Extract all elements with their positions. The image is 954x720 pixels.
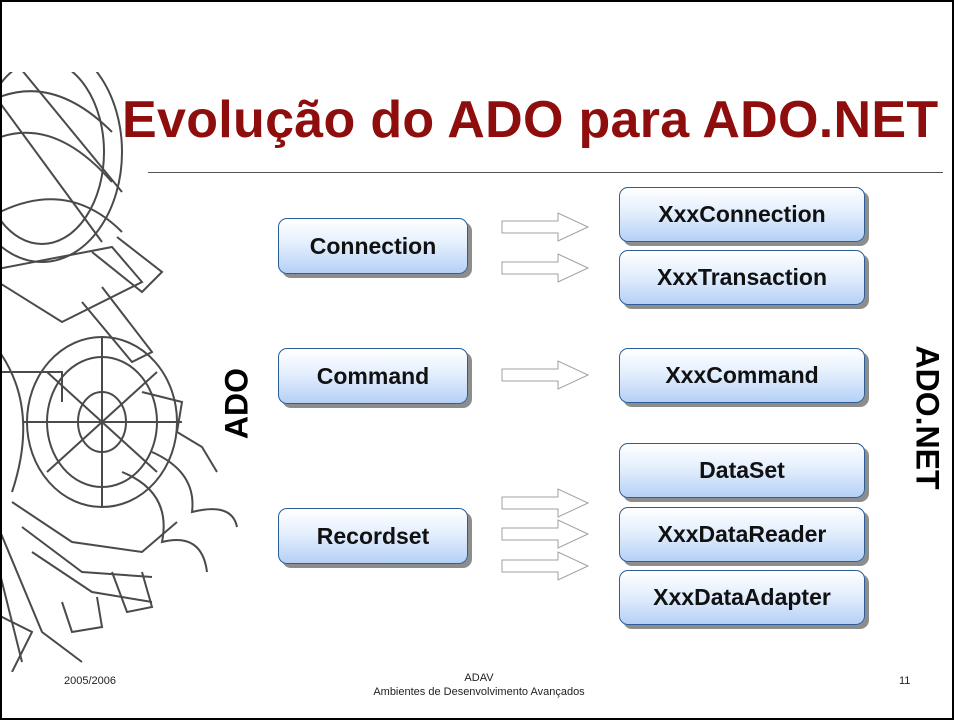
adonet-xxxdataadapter-box: XxxDataAdapter [619,570,865,625]
decorative-armillary-artwork [2,72,238,672]
adonet-dataset-box: DataSet [619,443,865,498]
adonet-xxxdatareader-box: XxxDataReader [619,507,865,562]
mapping-arrow-connection-to-xxxtransaction [501,253,590,283]
footer-course-code: ADAV [464,672,494,684]
title-divider [148,172,943,173]
footer-course-name: Ambientes de Desenvolvimento Avançados [373,686,585,698]
mapping-arrow-command-to-xxxcommand [501,360,590,390]
ado-recordset-box: Recordset [278,508,468,564]
footer-course: ADAV Ambientes de Desenvolvimento Avança… [329,671,629,699]
footer-page-number: 11 [899,675,911,687]
slide-title: Evolução do ADO para ADO.NET [122,91,939,149]
adonet-xxxconnection-box: XxxConnection [619,187,865,242]
adonet-xxxtransaction-box: XxxTransaction [619,250,865,305]
mapping-arrow-recordset-to-dataset [501,488,590,518]
mapping-arrow-recordset-to-xxxdataadapter [501,551,590,581]
adonet-column-label: ADO.NET [909,345,946,490]
ado-column-label: ADO [218,367,255,440]
ado-connection-box: Connection [278,218,468,274]
ado-command-box: Command [278,348,468,404]
mapping-arrow-recordset-to-xxxdatareader [501,519,590,549]
footer-year: 2005/2006 [64,675,116,687]
mapping-arrow-connection-to-xxxconnection [501,212,590,242]
adonet-xxxcommand-box: XxxCommand [619,348,865,403]
